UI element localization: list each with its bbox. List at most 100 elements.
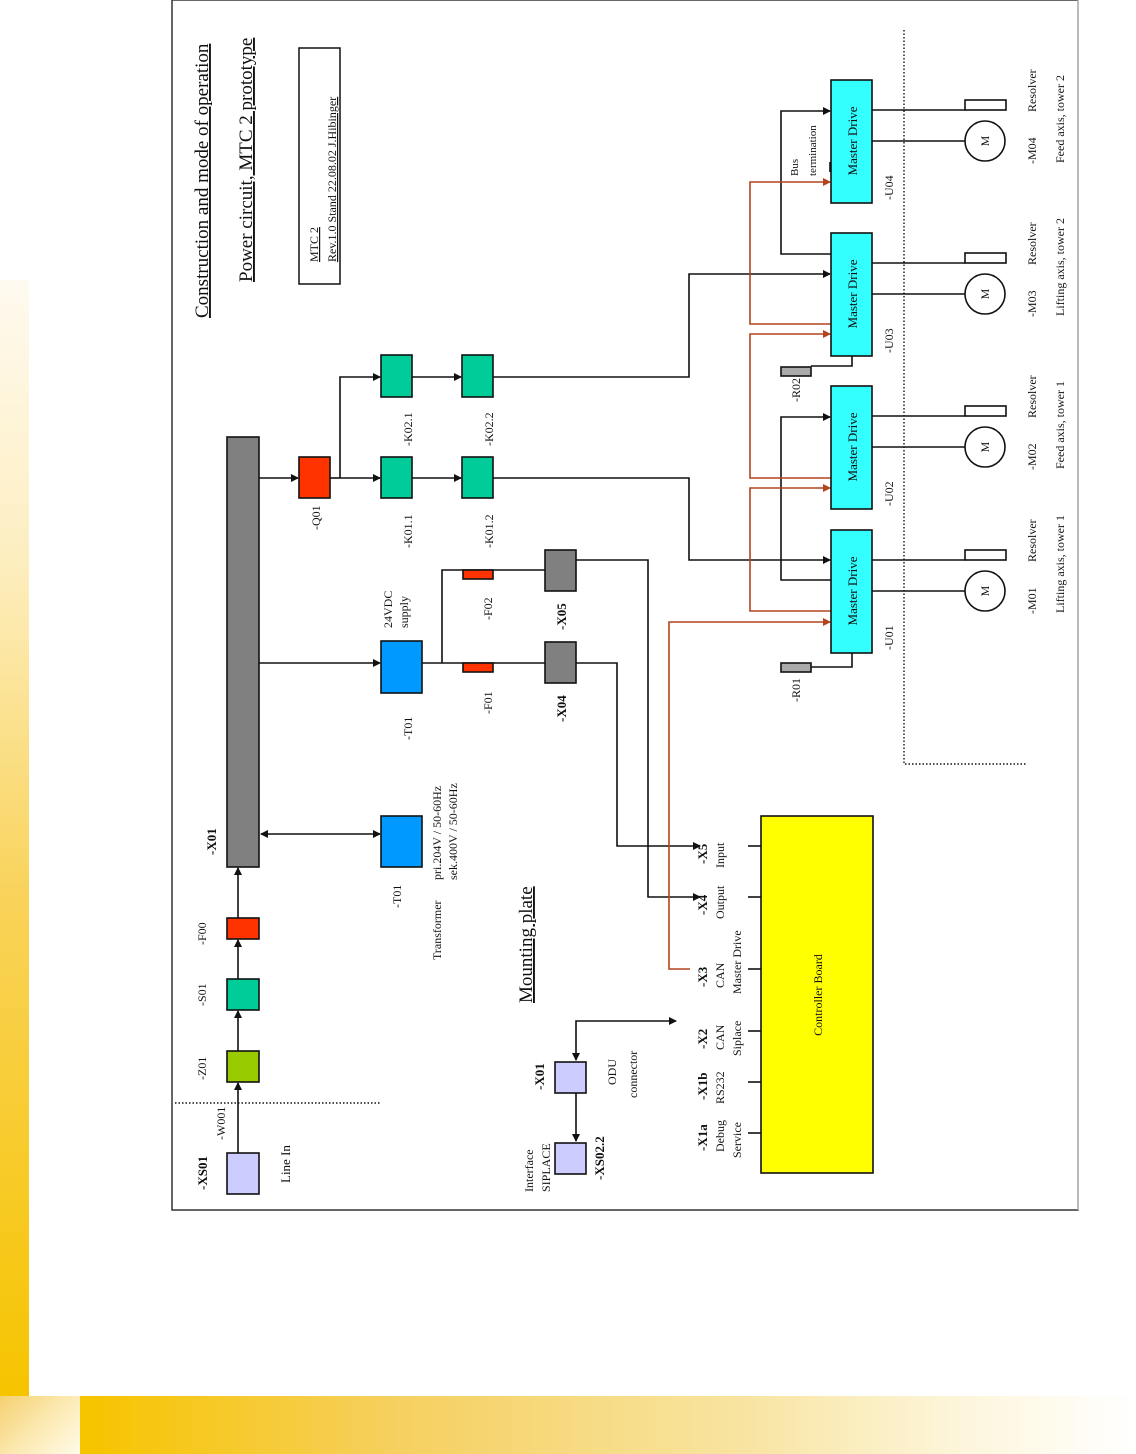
wire-x05-x4 [576,559,701,901]
x04-terminal[interactable] [544,641,577,684]
bottom-corner-decoration [0,1396,80,1454]
master-drive-block[interactable] [830,529,873,654]
port-id-label: -X5 [695,843,710,864]
controller-board[interactable] [760,815,874,1174]
port-desc-1: CAN [713,962,727,988]
xs022-label: -XS02.2 [592,1136,607,1180]
master-drive-block[interactable] [830,79,873,204]
motor-glyph: M [978,441,992,452]
drive-id-label: -U01 [882,625,896,650]
wire-r02-u03 [811,356,853,367]
z01-filter[interactable] [226,1050,260,1083]
k021-label: -K02.1 [401,412,415,446]
motor-icon[interactable] [964,570,1006,612]
resolver-label: Resolver [1025,222,1039,265]
axis-label: Feed axis, tower 1 [1053,381,1067,469]
xs01-connector[interactable] [226,1152,260,1195]
x05-terminal[interactable] [544,549,577,592]
port-desc-2: Master Drive [730,930,744,994]
k012-contactor[interactable] [461,456,494,499]
resolver-symbol[interactable] [964,405,1007,417]
xs01-label: -XS01 [195,1156,210,1190]
w001-label: -W001 [214,1107,228,1140]
port-desc-2: Siplace [730,1021,744,1056]
can-u03-u04 [749,178,831,325]
r02-resistor[interactable] [780,366,812,377]
motor-icon[interactable] [964,120,1006,162]
resolver-symbol[interactable] [964,99,1007,111]
port-desc-1: Output [713,885,727,919]
x01-bus-label: -X01 [204,828,219,855]
f02-label: -F02 [481,597,495,620]
xs022-connector[interactable] [554,1142,587,1175]
wire-u01-u02 [780,413,831,581]
transformer-pri: pri.204V / 50-60Hz [430,786,444,880]
k021-contactor[interactable] [380,354,413,398]
odu-label-1: ODU [605,1059,619,1085]
motor-glyph: M [978,288,992,299]
master-drive-label: Master Drive [845,106,860,175]
f02-fuse[interactable] [462,569,494,580]
motor-icon[interactable] [964,273,1006,315]
resolver-label: Resolver [1025,519,1039,562]
port-id-label: -X1a [695,1124,710,1151]
x04-label: -X04 [554,695,569,722]
x05-label: -X05 [554,603,569,630]
wire-q01-k021 [339,373,381,478]
controller-board-label: Controller Board [811,954,825,1036]
q01-label: -Q01 [309,505,323,530]
can-u01-u02 [749,484,831,612]
k011-contactor[interactable] [380,456,413,499]
resolver-label: Resolver [1025,375,1039,418]
wire-supply-x05 [441,569,545,663]
page-title: Construction and mode of operation [192,43,213,318]
port-desc-1: CAN [713,1024,727,1050]
revision-info: Rev.1.0 Stand 22.08.02 J.Hibinger [325,97,339,262]
t01-supply-label: -T01 [401,717,415,740]
f00-fuse[interactable] [226,917,260,940]
motor-icon[interactable] [964,426,1006,468]
x01-busbar[interactable] [226,436,260,868]
t01-transformer[interactable] [380,815,423,868]
motor-glyph: M [978,135,992,146]
resolver-label: Resolver [1025,69,1039,112]
revision-model: MTC 2 [307,227,321,262]
k022-contactor[interactable] [461,354,494,398]
q01-breaker[interactable] [298,456,331,499]
s01-label: -S01 [195,983,209,1006]
wire-r01-u01 [811,653,853,668]
port-desc-1: RS232 [713,1071,727,1104]
r01-label: -R01 [789,678,803,702]
supply-label-1: 24VDC [381,591,395,628]
bus-termination-label-1: Bus [789,159,801,176]
drive-id-label: -U03 [882,328,896,353]
z01-label: -Z01 [195,1057,209,1080]
page-subtitle: Power circuit, MTC 2 prototype [236,38,257,282]
master-drive-block[interactable] [830,232,873,357]
bottom-decoration-bar [0,1396,1136,1454]
motor-glyph: M [978,585,992,596]
resolver-symbol[interactable] [964,252,1007,264]
s01-switch[interactable] [226,978,260,1011]
resolver-symbol[interactable] [964,549,1007,561]
port-desc-1: Debug [713,1120,727,1152]
drive-id-label: -U02 [882,481,896,506]
master-drive-label: Master Drive [845,259,860,328]
drive-id-label: -U04 [882,175,896,200]
t01-24vdc-supply[interactable] [380,640,423,694]
motor-id-label: -M01 [1025,587,1039,614]
bus-termination-label-2: termination [807,125,819,176]
port-id-label: -X1b [695,1073,710,1100]
motor-id-label: -M03 [1025,290,1039,317]
f01-fuse[interactable] [462,662,494,673]
odu-x01-connector[interactable] [554,1061,587,1094]
r01-resistor[interactable] [780,662,812,673]
